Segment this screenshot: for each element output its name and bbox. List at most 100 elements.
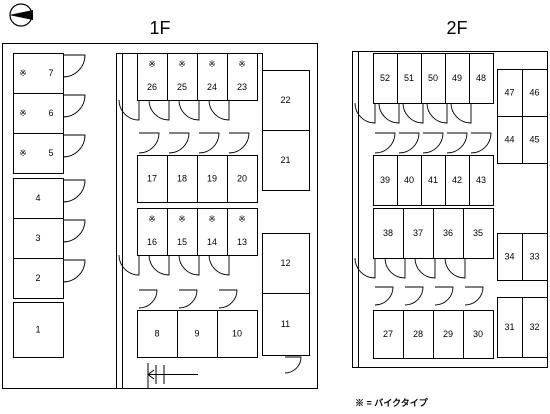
door-swing — [148, 254, 170, 276]
unit-box — [522, 233, 548, 281]
unit-number: 42 — [452, 175, 462, 185]
unit-number: 20 — [237, 174, 247, 184]
unit-number: 36 — [443, 228, 453, 238]
unit-number: 8 — [154, 329, 159, 339]
unit-number: 6 — [48, 108, 53, 118]
building-outline-1f — [2, 43, 318, 389]
storage-unit-20: 20 — [227, 155, 258, 203]
unit-box — [397, 155, 422, 206]
unit-number: 45 — [529, 135, 539, 145]
storage-unit-13: 13 ※ — [227, 208, 258, 256]
door-swing — [62, 219, 86, 243]
unit-number: 47 — [504, 88, 514, 98]
storage-unit-22: 22 — [262, 70, 310, 131]
storage-unit-14: 14※ — [197, 208, 228, 256]
door-swing — [446, 132, 468, 154]
bike-type-mark: ※ — [178, 214, 186, 224]
floor-label-1f: 1F — [149, 18, 170, 38]
unit-box — [522, 116, 548, 164]
storage-unit-1: 1 — [13, 302, 64, 358]
storage-unit-28: 28 — [403, 310, 434, 359]
door-swing — [374, 286, 394, 306]
storage-unit-16: 16※ — [137, 208, 168, 256]
storage-unit-37: 37 — [403, 208, 434, 259]
unit-number: 39 — [380, 175, 390, 185]
unit-number: 13 — [237, 237, 247, 247]
storage-unit-33: 33 — [522, 233, 548, 281]
door-swing — [470, 132, 492, 154]
unit-number: 34 — [504, 252, 514, 262]
storage-unit-12: 12 — [262, 233, 310, 294]
storage-unit-36: 36 — [433, 208, 464, 259]
door-swing — [384, 257, 406, 279]
bike-type-mark: ※ — [19, 148, 27, 158]
stairs-arrow-icon — [147, 363, 198, 388]
storage-unit-50: 50 — [421, 53, 446, 104]
door-swing — [138, 132, 160, 154]
unit-box — [403, 208, 434, 259]
unit-number: 25 — [177, 82, 187, 92]
unit-number: 52 — [380, 73, 390, 83]
unit-number: 38 — [383, 228, 393, 238]
bike-type-mark: ※ — [238, 214, 246, 224]
storage-unit-47: 47 — [497, 69, 523, 117]
storage-unit-30: 30 — [463, 310, 494, 359]
unit-number: 3 — [35, 233, 40, 243]
storage-unit-21: 21 — [262, 130, 310, 191]
unit-box — [262, 293, 310, 356]
unit-box — [217, 310, 258, 358]
building-outline-2f — [352, 51, 548, 368]
storage-unit-48: 48 — [469, 53, 494, 104]
unit-number: 37 — [413, 228, 423, 238]
unit-number: 24 — [207, 82, 217, 92]
door-swing — [138, 289, 158, 309]
unit-box — [197, 53, 228, 101]
unit-box — [373, 155, 398, 206]
unit-box — [13, 133, 64, 174]
unit-number: 30 — [473, 329, 483, 339]
unit-box — [463, 208, 494, 259]
unit-number: 7 — [48, 68, 53, 78]
unit-box — [262, 130, 310, 191]
floor-label-2f: 2F — [446, 18, 467, 38]
storage-unit-39: 39 — [373, 155, 398, 206]
unit-box — [262, 233, 310, 294]
unit-box — [227, 155, 258, 203]
storage-unit-31: 31 — [497, 297, 523, 358]
unit-box — [13, 302, 64, 358]
storage-unit-11: 11 — [262, 293, 310, 356]
door-swing — [178, 289, 198, 309]
storage-unit-35: 35 — [463, 208, 494, 259]
door-swing — [378, 102, 400, 124]
unit-number: 9 — [194, 329, 199, 339]
unit-number: 51 — [404, 73, 414, 83]
unit-box — [167, 155, 198, 203]
unit-number: 5 — [48, 148, 53, 158]
unit-number: 32 — [529, 322, 539, 332]
storage-unit-45: 45 — [522, 116, 548, 164]
unit-box — [13, 53, 64, 94]
storage-unit-51: 51 — [397, 53, 422, 104]
storage-unit-52: 52 — [373, 53, 398, 104]
door-swing — [414, 257, 436, 279]
bike-type-mark: ※ — [208, 214, 216, 224]
doors — [62, 54, 492, 374]
unit-box — [497, 116, 523, 164]
unit-number: 19 — [207, 174, 217, 184]
storage-unit-8: 8 — [137, 310, 178, 358]
unit-box — [421, 53, 446, 104]
door-swing — [168, 132, 190, 154]
unit-box — [522, 297, 548, 358]
storage-unit-43: 43 — [469, 155, 494, 206]
unit-box — [463, 310, 494, 359]
unit-box — [445, 53, 470, 104]
door-swing — [208, 254, 230, 276]
door-swing — [354, 257, 376, 279]
storage-unit-2: 2 — [13, 258, 64, 299]
unit-box — [137, 310, 178, 358]
unit-box — [421, 155, 446, 206]
unit-box — [227, 53, 258, 101]
unit-number: 4 — [35, 193, 40, 203]
door-swing — [422, 132, 444, 154]
